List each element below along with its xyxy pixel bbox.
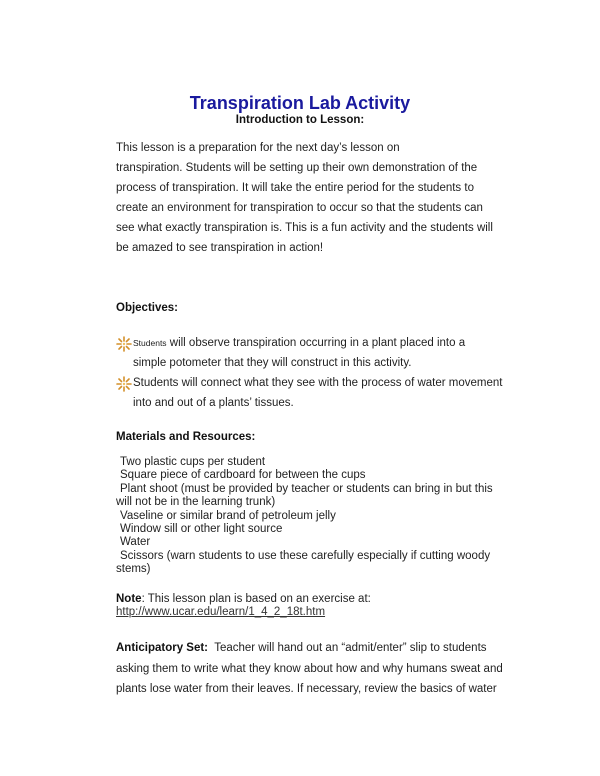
- objective-text: will observe transpiration occurring in …: [166, 337, 466, 349]
- note-text: : This lesson plan is based on an exerci…: [141, 593, 371, 605]
- material-item: Vaseline or similar brand of petroleum j…: [120, 509, 336, 522]
- material-item: Window sill or other light source: [120, 523, 283, 536]
- objective-item: Students will connect what they see with…: [116, 373, 526, 413]
- objective-text-continued: into and out of a plants’ tissues.: [133, 397, 294, 409]
- material-item: Plant shoot (must be provided by teacher…: [120, 482, 493, 495]
- material-item: Square piece of cardboard for between th…: [120, 469, 366, 482]
- intro-line: transpiration. Students will be setting …: [116, 162, 478, 174]
- material-item: Scissors (warn students to use these car…: [120, 549, 491, 562]
- sparkle-star-icon: [116, 376, 132, 392]
- objectives-list: Students will observe transpiration occu…: [116, 333, 526, 413]
- source-link[interactable]: http://www.ucar.edu/learn/1_4_2_18t.htm: [116, 606, 326, 619]
- note-label: Note: [116, 593, 142, 605]
- note-paragraph: Note: This lesson plan is based on an ex…: [116, 593, 526, 620]
- intro-line: create an environment for transpiration …: [116, 202, 483, 214]
- objective-text: will connect what they see with the proc…: [178, 377, 503, 389]
- objectives-heading: Objectives:: [116, 302, 178, 314]
- materials-heading: Materials and Resources:: [116, 431, 256, 443]
- intro-line: process of transpiration. It will take t…: [116, 182, 474, 194]
- antic-text: Teacher will hand out an “admit/enter” s…: [208, 642, 487, 654]
- objective-text-continued: simple potometer that they will construc…: [133, 357, 412, 369]
- antic-line: asking them to write what they know abou…: [116, 662, 503, 675]
- objective-first-word: Students: [133, 377, 179, 389]
- intro-line: see what exactly transpiration is. This …: [116, 222, 493, 234]
- materials-list: Two plastic cups per student Square piec…: [116, 456, 526, 577]
- page-subtitle: Introduction to Lesson:: [235, 114, 365, 126]
- anticipatory-set-paragraph: Anticipatory Set: Teacher will hand out …: [116, 638, 526, 700]
- objective-item: Students will observe transpiration occu…: [116, 333, 526, 373]
- sparkle-star-icon: [116, 336, 132, 352]
- material-item: Water: [120, 536, 151, 549]
- intro-line: be amazed to see transpiration in action…: [116, 242, 324, 254]
- antic-line: Anticipatory Set: Teacher will hand out …: [116, 638, 526, 659]
- material-item: Two plastic cups per student: [120, 456, 266, 468]
- intro-line: This lesson is a preparation for the nex…: [116, 142, 400, 154]
- intro-paragraph: This lesson is a preparation for the nex…: [116, 138, 516, 258]
- material-item-continued: stems): [116, 563, 151, 576]
- material-item-continued: will not be in the learning trunk): [116, 496, 276, 509]
- page-title: Transpiration Lab Activity: [189, 93, 411, 113]
- objective-first-word: Students: [133, 338, 167, 348]
- antic-line: plants lose water from their leaves. If …: [116, 683, 497, 695]
- anticipatory-set-label: Anticipatory Set:: [116, 642, 209, 654]
